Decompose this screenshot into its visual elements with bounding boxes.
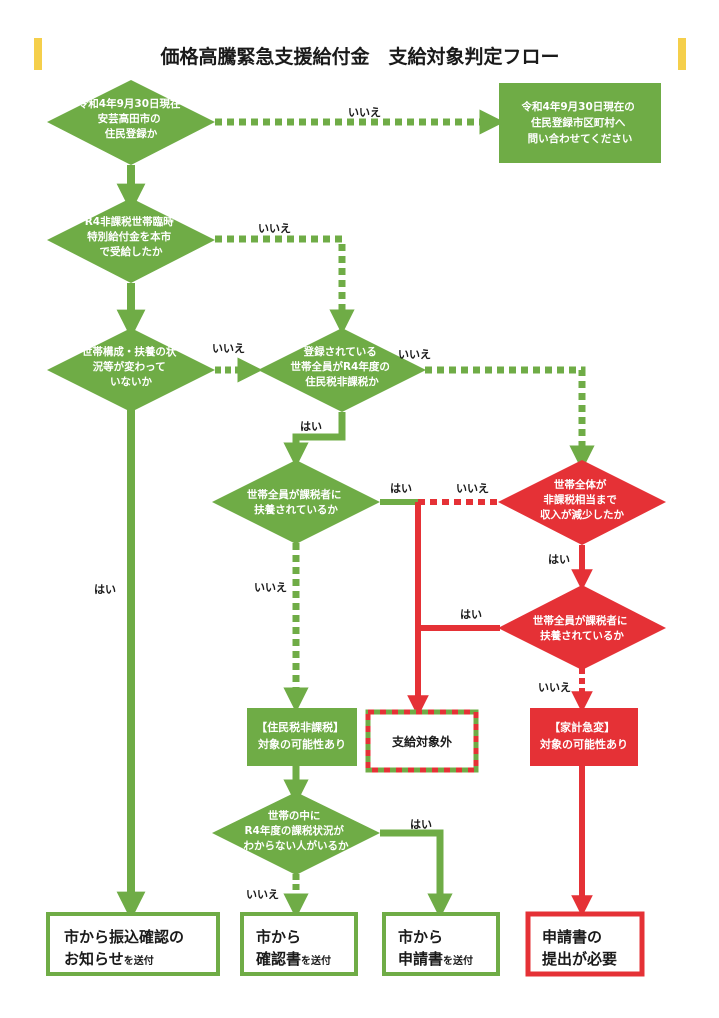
decision-dependents: 世帯全員が課税者に 扶養されているか — [212, 460, 380, 544]
label-dependents2-yes: はい — [460, 608, 482, 621]
decision-household-line2: 況等が変わって — [93, 360, 166, 373]
edge-taxexempt-yes — [283, 412, 346, 468]
decision-dependents2-line2: 扶養されているか — [540, 629, 624, 642]
decision-residence-line3: 住民登録か — [105, 127, 158, 140]
label-unknown-yes: はい — [410, 818, 432, 831]
result-confirm: 市から 確認書を送付 — [240, 912, 358, 976]
svg-text:令和4年9月30日現在の 住民登録市区町村へ: 令和4年9月30日現在の 住民登録市区町村へ 問い合わせてください — [521, 100, 639, 145]
decision-residence-line1: 令和4年9月30日現在 — [77, 97, 181, 110]
label-household-no: いいえ — [212, 342, 245, 355]
svg-text:【住民税非課税】 対象の可能性あり: 【住民税非課税】 対象の可能性あり — [256, 720, 348, 751]
label-household-yes: はい — [94, 583, 116, 596]
candidate-emergency-line2: 対象の可能性あり — [539, 737, 628, 751]
contact-line2: 住民登録市区町村へ — [531, 116, 626, 129]
contact-line3: 問い合わせてください — [528, 132, 633, 145]
decision-residence: 令和4年9月30日現在 安芸高田市の 住民登録か — [47, 80, 215, 165]
decision-residence-line2: 安芸高田市の — [98, 112, 161, 125]
result-submit: 申請書の 提出が必要 — [525, 911, 645, 977]
edge-received-no — [215, 235, 355, 335]
result-submit-line1: 申請書の — [542, 928, 602, 946]
label-received-no: いいえ — [258, 222, 291, 235]
svg-text:お知らせを送付: お知らせを送付 — [64, 950, 154, 968]
decision-income-line3: 収入が減少したか — [540, 508, 624, 521]
svg-text:世帯全員が課税者に 扶養されているか: 世帯全員が課税者に 扶養されているか — [247, 488, 345, 516]
result-apply-line1: 市から — [398, 928, 443, 946]
label-residence-no: いいえ — [348, 106, 381, 119]
decision-received: R4非課税世帯臨時 特別給付金を本市 で受給したか — [47, 198, 215, 283]
box-candidate-tax-exempt: 【住民税非課税】 対象の可能性あり — [247, 708, 357, 766]
decision-household-line3: いないか — [110, 376, 152, 388]
result-notice-line1: 市から振込確認の — [64, 928, 184, 946]
label-dependents2-no: いいえ — [538, 681, 571, 694]
label-unknown-no: いいえ — [246, 888, 279, 901]
contact-line1: 令和4年9月30日現在の — [521, 100, 635, 113]
decision-income-drop: 世帯全体が 非課税相当まで 収入が減少したか — [498, 460, 666, 545]
svg-text:登録されている 世帯全員がR4年度の: 登録されている 世帯全員がR4年度の 住民税非課税か — [290, 345, 393, 388]
decision-income-line1: 世帯全体が — [554, 478, 607, 491]
label-taxexempt-no: いいえ — [398, 348, 431, 361]
box-candidate-emergency: 【家計急変】 対象の可能性あり — [530, 708, 638, 766]
svg-text:令和4年9月30日現在 安芸高田市の: 令和4年9月30日現在 安芸高田市の 住民登録か — [77, 97, 184, 140]
decision-received-line3: で受給したか — [100, 245, 163, 258]
svg-text:確認書を送付: 確認書を送付 — [255, 950, 331, 968]
decision-income-line2: 非課税相当まで — [543, 493, 617, 506]
not-eligible-label: 支給対象外 — [391, 734, 452, 749]
candidate-taxexempt-line2: 対象の可能性あり — [257, 737, 346, 751]
decision-household-line1: 世帯構成・扶養の状 — [82, 345, 177, 358]
page-title: 価格高騰緊急支援給付金 支給対象判定フロー — [159, 45, 559, 68]
candidate-taxexempt-line1: 【住民税非課税】 — [256, 720, 344, 734]
result-apply-small: を送付 — [443, 954, 473, 967]
label-income-no: いいえ — [456, 482, 489, 495]
label-dependents-no: いいえ — [254, 581, 287, 594]
decision-dependents2: 世帯全員が課税者に 扶養されているか — [498, 585, 666, 670]
decision-household: 世帯構成・扶養の状 況等が変わって いないか — [47, 328, 215, 412]
decision-received-line2: 特別給付金を本市 — [87, 230, 171, 243]
result-apply-big: 申請書 — [398, 950, 443, 968]
result-confirm-line1: 市から — [256, 928, 301, 946]
decision-dependents-line1: 世帯全員が課税者に — [247, 488, 342, 501]
decision-unknown-line3: わからない人がいるか — [244, 839, 349, 852]
decision-taxexempt-line1: 登録されている — [303, 345, 377, 358]
decision-unknown: 世帯の中に R4年度の課税状況が わからない人がいるか — [212, 792, 380, 875]
svg-text:世帯の中に R4年度の課税状況が わ: 世帯の中に R4年度の課税状況が わからない人がいるか — [244, 809, 349, 852]
result-notice-big: お知らせ — [64, 950, 124, 968]
svg-text:世帯全体が 非課税相当まで 収入が減: 世帯全体が 非課税相当まで 収入が減少したか — [540, 478, 624, 521]
result-submit-big: 提出が必要 — [542, 950, 617, 968]
svg-text:世帯全員が課税者に 扶養されているか: 世帯全員が課税者に 扶養されているか — [533, 614, 631, 642]
result-notice: 市から振込確認の お知らせを送付 — [46, 912, 220, 976]
result-apply: 市から 申請書を送付 — [382, 912, 500, 976]
svg-text:R4非課税世帯臨時 特別給付金を本市: R4非課税世帯臨時 特別給付金を本市 で受給したか — [85, 215, 178, 258]
svg-text:世帯構成・扶養の状 況等が変わって: 世帯構成・扶養の状 況等が変わって いないか — [82, 345, 180, 388]
edge-unknown-yes — [380, 829, 453, 919]
svg-text:【家計急変】 対象の可能性あり: 【家計急変】 対象の可能性あり — [539, 720, 628, 751]
result-confirm-small: を送付 — [301, 954, 331, 967]
decision-unknown-line1: 世帯の中に — [268, 809, 321, 822]
candidate-emergency-line1: 【家計急変】 — [549, 720, 615, 734]
result-notice-small: を送付 — [124, 954, 154, 967]
result-confirm-big: 確認書 — [255, 950, 301, 968]
edge-taxexempt-no — [425, 366, 595, 471]
label-dependents-yes: はい — [390, 482, 412, 495]
decision-received-line1: R4非課税世帯臨時 — [85, 215, 174, 228]
decision-taxexempt-line3: 住民税非課税か — [305, 375, 379, 388]
box-not-eligible: 支給対象外 — [365, 709, 479, 773]
decision-unknown-line2: R4年度の課税状況が — [244, 824, 344, 837]
decision-tax-exempt: 登録されている 世帯全員がR4年度の 住民税非課税か — [258, 328, 426, 412]
accent-bar-right — [678, 38, 686, 70]
decision-taxexempt-line2: 世帯全員がR4年度の — [290, 360, 389, 373]
label-taxexempt-yes: はい — [300, 420, 322, 433]
box-contact-municipality: 令和4年9月30日現在の 住民登録市区町村へ 問い合わせてください — [499, 83, 661, 163]
label-income-yes: はい — [548, 553, 570, 566]
accent-bar-left — [34, 38, 42, 70]
svg-text:申請書を送付: 申請書を送付 — [398, 950, 473, 968]
decision-dependents2-line1: 世帯全員が課税者に — [533, 614, 628, 627]
decision-dependents-line2: 扶養されているか — [254, 503, 338, 516]
